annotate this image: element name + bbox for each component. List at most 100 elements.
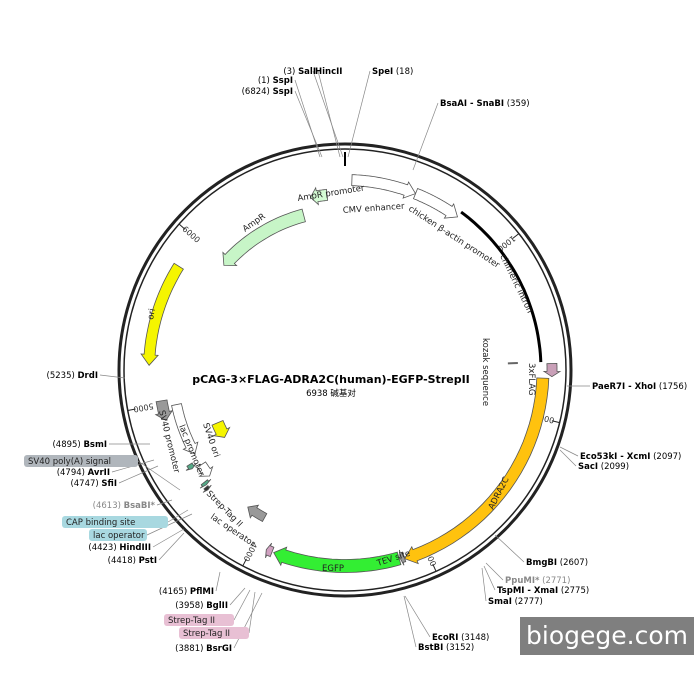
site-label: (4794) AvrII	[57, 468, 110, 478]
feature-label-cmv-enhancer: CMV enhancer	[343, 202, 406, 216]
feature-egfp	[273, 546, 402, 573]
site-label: PaeR7I - XhoI (1756)	[592, 382, 687, 392]
plasmid-size: 6938 碱基对	[306, 388, 356, 399]
feature-ori	[140, 262, 184, 366]
feature-m13	[202, 484, 212, 493]
tag-label: Strep-Tag II	[168, 616, 215, 626]
tag-box	[89, 529, 147, 541]
tag-leader	[248, 591, 256, 634]
site-label: PpuMI* (2771)	[505, 576, 570, 586]
feature-ampr-promoter	[309, 186, 329, 206]
site-leader	[404, 595, 431, 638]
tag-leader	[167, 509, 189, 523]
feature-label-ampr-promoter: AmpR promoter	[297, 183, 366, 204]
feature-label-ori: ori	[146, 308, 158, 321]
leader-layer	[99, 70, 590, 649]
site-leader	[158, 532, 185, 561]
site-leader	[412, 102, 439, 171]
feature-lac-operator	[199, 478, 212, 489]
site-label: TspMI - XmaI (2775)	[497, 586, 589, 596]
tick-mark	[127, 408, 136, 411]
backbone-outer-ring	[117, 142, 573, 598]
feature-strep	[265, 542, 275, 559]
feature-flag	[542, 362, 562, 378]
site-leader	[99, 374, 126, 379]
site-leader	[156, 499, 173, 506]
backbone-inner-ring	[123, 148, 567, 592]
tick-mark	[512, 233, 520, 239]
tag-label: CAP binding site	[66, 518, 135, 528]
tick-label: 5000	[133, 401, 155, 414]
feature-adra2c	[404, 377, 550, 565]
feature-ampr	[222, 208, 306, 267]
tag-label: Strep-Tag II	[183, 629, 230, 639]
tag-leader	[233, 589, 251, 621]
tick-label: 6000	[180, 225, 201, 245]
site-leader	[229, 587, 246, 606]
tag-leader	[137, 460, 181, 491]
site-leader	[215, 571, 221, 592]
site-label: BstBI (3152)	[418, 643, 474, 653]
site-leader	[317, 70, 341, 158]
feature-lac-promoter	[196, 461, 214, 477]
tag-box	[62, 516, 168, 528]
tag-label: lac operator	[93, 531, 145, 541]
feature-tev	[399, 549, 407, 566]
watermark: biogege.com	[520, 617, 694, 655]
site-label: Eco53kI - XcmI (2097)	[580, 452, 681, 462]
site-label: (4418) PstI	[108, 556, 157, 566]
site-label: (1) SspI	[258, 76, 293, 86]
feature-sv40-ori	[211, 419, 231, 438]
site-leader	[233, 592, 263, 649]
tag-box	[179, 627, 249, 639]
feature-sv40-polya	[154, 399, 174, 422]
site-label: (3958) BglII	[175, 601, 228, 611]
site-leader	[494, 534, 525, 563]
feature-layer	[140, 174, 562, 573]
site-leader	[347, 70, 371, 158]
site-label: (4613) BsaBI*	[93, 501, 156, 511]
site-leader	[403, 595, 417, 648]
site-leader	[483, 565, 496, 591]
site-leader	[485, 562, 504, 581]
site-label: (4895) BsmI	[52, 440, 107, 450]
plasmid-name: pCAG-3×FLAG-ADRA2C(human)-EGFP-StrepII	[192, 373, 470, 386]
site-label: SacI (2099)	[578, 462, 629, 472]
site-label: BmgBI (2607)	[526, 558, 588, 568]
site-label: (6824) SspI	[242, 87, 293, 97]
site-leader	[312, 70, 344, 158]
tick-mark	[178, 223, 186, 230]
tick-mark	[551, 420, 560, 424]
feature-cmv-enhancer	[351, 174, 417, 199]
site-label: HincII	[315, 67, 342, 77]
site-label: SpeI (18)	[372, 67, 413, 77]
feature-label-kozak: kozak sequence	[480, 338, 490, 406]
feature-label-chimeric-intron: chimeric intron	[497, 253, 534, 315]
tag-leader	[146, 513, 193, 536]
site-leader	[559, 449, 577, 467]
feature-chicken-actin	[412, 187, 459, 219]
site-leader	[294, 90, 323, 158]
tag-label: SV40 poly(A) signal	[28, 457, 111, 467]
feature-label-flag: 3xFLAG	[526, 363, 536, 396]
site-label: (4747) SfiI	[70, 479, 117, 489]
feature-label-egfp: EGFP	[322, 564, 344, 574]
feature-chimeric-intron	[460, 210, 543, 363]
site-leader	[152, 528, 185, 548]
site-label: (3881) BsrGI	[175, 644, 232, 654]
tag-box	[164, 614, 234, 626]
site-leader	[118, 465, 159, 484]
tick-mark	[242, 558, 247, 567]
tick-mark	[432, 563, 437, 572]
feature-cap	[185, 462, 197, 471]
site-label: EcoRI (3148)	[432, 633, 489, 643]
site-leader	[559, 446, 579, 457]
site-label: (3) SalI	[283, 67, 316, 77]
site-label: BsaAI - SnaBI (359)	[440, 99, 530, 109]
tag-box	[24, 455, 138, 467]
site-label: (4423) HindIII	[88, 543, 151, 553]
site-leader	[481, 567, 487, 602]
